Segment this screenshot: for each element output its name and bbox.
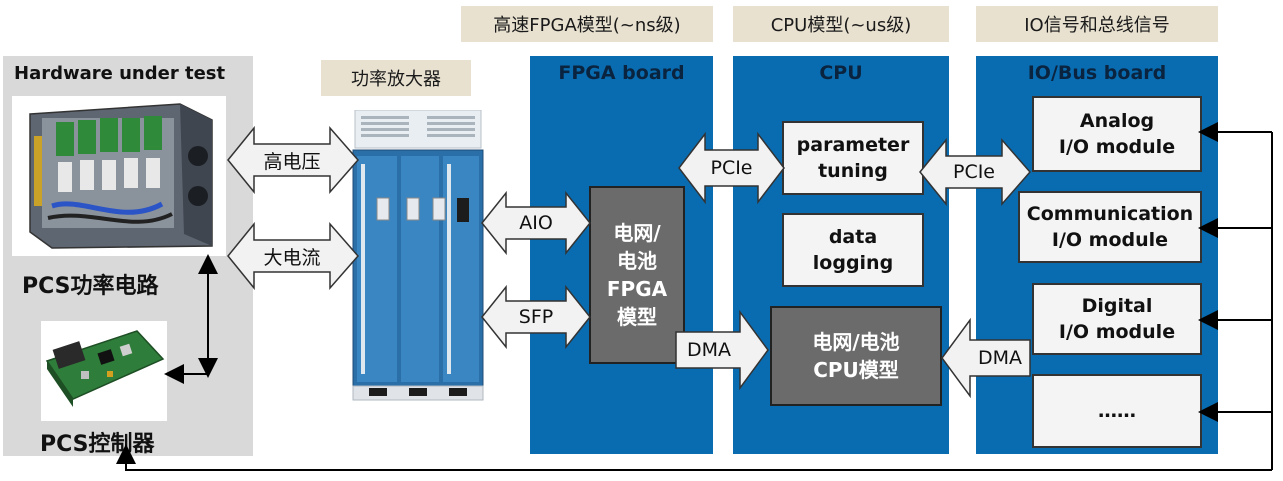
- cpu-model-tag: CPU模型(~us级): [733, 6, 949, 42]
- fpga-grid-battery-model: 电网/ 电池 FPGA 模型: [589, 186, 685, 364]
- cpu-grid-battery-model: 电网/电池 CPU模型: [770, 306, 942, 406]
- data-logging-box: data logging: [782, 213, 924, 287]
- fpga-model-tag: 高速FPGA模型(~ns级): [461, 6, 713, 42]
- io-bus-board-title: IO/Bus board: [1027, 62, 1167, 84]
- dma-right-label: DMA: [977, 347, 1023, 369]
- digital-io-module: Digital I/O module: [1032, 283, 1202, 355]
- sfp-arrow: [481, 284, 591, 350]
- parameter-tuning-box: parameter tuning: [782, 121, 924, 195]
- pcie-left-label: PCIe: [710, 157, 753, 179]
- aio-label: AIO: [519, 212, 553, 234]
- feedback-return-line: [116, 444, 1272, 471]
- pcs-power-circuit-image: [12, 96, 226, 256]
- pcie-right-arrow: [919, 137, 1031, 207]
- cpu-title: CPU: [819, 62, 863, 84]
- dma-right-arrow: [941, 317, 1031, 399]
- fpga-board-title: FPGA board: [558, 62, 685, 84]
- high-voltage-label: 高电压: [263, 150, 321, 173]
- pcie-right-label: PCIe: [952, 161, 996, 183]
- high-current-arrow: [227, 221, 359, 291]
- io-signals-tag: IO信号和总线信号: [976, 6, 1218, 42]
- sfp-label: SFP: [518, 306, 554, 328]
- dma-left-arrow: [675, 309, 769, 391]
- analog-io-module: Analog I/O module: [1032, 96, 1202, 172]
- amplifier-label: 功率放大器: [321, 60, 471, 96]
- pcs-controller-image: [41, 321, 167, 421]
- pcie-left-arrow: [678, 131, 785, 205]
- more-io-modules: ……: [1032, 374, 1202, 448]
- aio-arrow: [481, 190, 591, 256]
- pcs-power-circuit-label: PCS功率电路: [22, 274, 159, 299]
- power-amplifier-cabinet-image: [352, 110, 484, 401]
- dma-left-label: DMA: [686, 339, 732, 361]
- hardware-under-test-title: Hardware under test: [14, 63, 226, 84]
- high-current-label: 大电流: [263, 246, 321, 269]
- high-voltage-arrow: [227, 125, 359, 195]
